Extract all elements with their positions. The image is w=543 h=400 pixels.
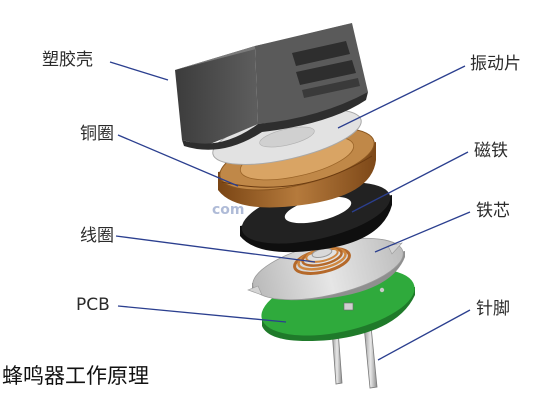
leader-line-plastic-shell — [109, 61, 169, 81]
label-pcb: PCB — [76, 295, 110, 315]
leader-line-magnet — [351, 151, 469, 213]
leader-line-coil — [115, 235, 316, 263]
label-coil: 线圈 — [80, 226, 114, 246]
leader-line-copper-ring — [117, 134, 239, 187]
watermark-text: com — [212, 202, 245, 218]
label-pins: 针脚 — [476, 299, 510, 319]
label-magnet: 磁铁 — [474, 141, 508, 161]
label-iron-core: 铁芯 — [476, 201, 510, 221]
leader-line-pcb — [117, 305, 287, 323]
leader-line-iron-core — [374, 211, 471, 253]
label-copper-ring: 铜圈 — [80, 124, 114, 144]
label-plastic-shell: 塑胶壳 — [42, 50, 93, 70]
leader-line-vibrating-plate — [337, 65, 466, 129]
plastic-shell — [175, 23, 368, 150]
coil — [293, 247, 351, 275]
leader-lines — [109, 61, 471, 361]
label-vibrating-plate: 振动片 — [470, 54, 521, 74]
iron-core-plate — [247, 237, 405, 301]
leader-line-pins — [377, 309, 471, 361]
caption: 蜂鸣器工作原理 — [2, 364, 149, 388]
